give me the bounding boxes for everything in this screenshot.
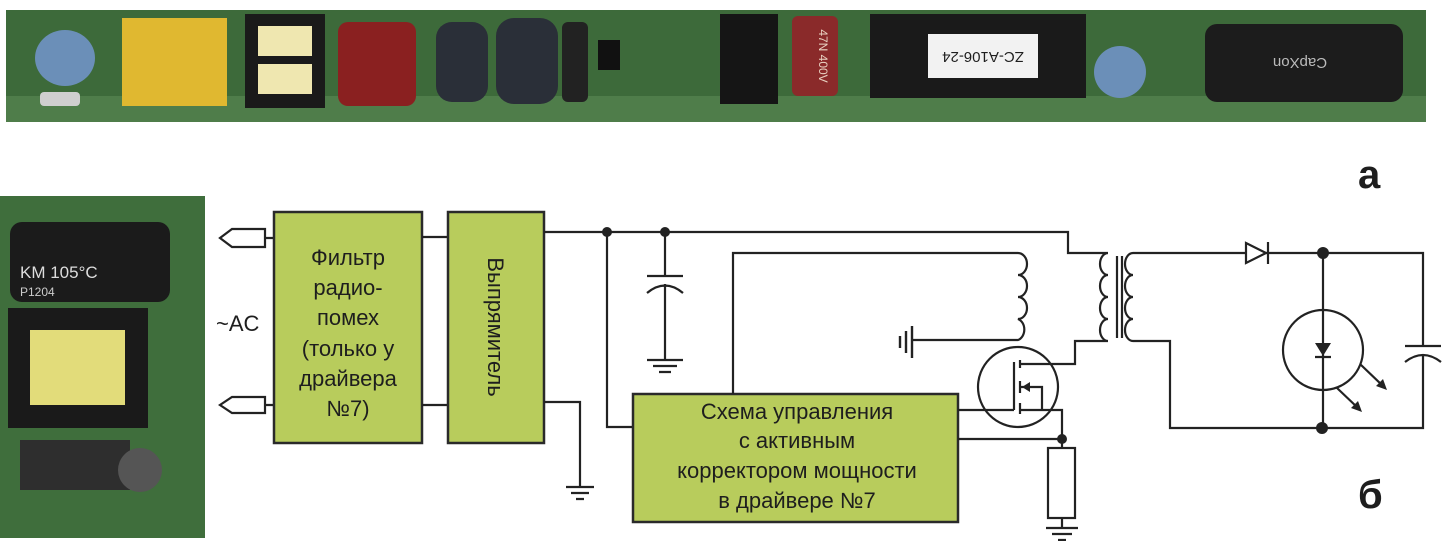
dc-bus-wire xyxy=(544,230,1103,255)
control-text-line: с активным xyxy=(739,428,855,453)
inductor-2 xyxy=(496,18,558,104)
led-circle xyxy=(1281,308,1365,392)
control-supply-wire xyxy=(605,232,633,429)
electrolytic-cap-small xyxy=(562,22,588,102)
light-arrow-icon xyxy=(1351,379,1387,412)
filter-text-line: Фильтр xyxy=(311,245,385,270)
control-text-line: в драйвере №7 xyxy=(718,488,876,513)
filter-text-line: (только у xyxy=(302,336,394,361)
mosfet-circle xyxy=(976,345,1060,429)
pcb-edge xyxy=(6,96,1426,122)
transformer-secondary xyxy=(1123,251,1134,343)
filter-rectifier-wires xyxy=(422,235,448,407)
output-diode xyxy=(1244,241,1269,265)
film-capacitor-red xyxy=(338,22,416,106)
transformer-winding xyxy=(30,330,125,405)
transformer-label xyxy=(928,34,1038,78)
control-text-line: корректором мощности xyxy=(677,458,917,483)
ac-input-label: ~AC xyxy=(216,311,260,336)
transformer-core xyxy=(1115,256,1124,338)
bulk-capacitor xyxy=(646,232,684,374)
y-capacitor-blue xyxy=(1094,46,1146,98)
transformer-marking: ZC-A106-24 xyxy=(942,48,1024,65)
output-electrolytic-cap xyxy=(1205,24,1403,102)
choke-winding-2 xyxy=(258,64,312,94)
aux-ground-icon xyxy=(898,326,914,358)
capacitor-marking: KM 105°C xyxy=(20,263,98,282)
filter-text-line: драйвера xyxy=(299,366,398,391)
pcb-photo-top: 47N 400V ZC-A106-24 CapXon xyxy=(6,10,1426,122)
transformer-primary xyxy=(1098,251,1109,343)
rectifier-ground xyxy=(544,400,594,501)
led-diode-icon xyxy=(1315,343,1331,356)
pfc-control-block xyxy=(631,392,960,524)
schematic: ~AC Фильтр радио- помех (только у драйве… xyxy=(216,210,1442,541)
panel-label-a: а xyxy=(1358,153,1381,197)
panel-label-b: б xyxy=(1358,473,1383,517)
mosfet-arrow-icon xyxy=(1022,382,1030,392)
varistor-blue xyxy=(35,30,95,86)
rectifier-label: Выпрямитель xyxy=(483,257,508,396)
led-light-rays xyxy=(1315,355,1384,409)
small-cap-marking: 47N 400V xyxy=(816,29,830,82)
filter-text-line: радио- xyxy=(313,275,382,300)
filter-text-line: помех xyxy=(317,305,379,330)
resistor-ground xyxy=(1046,439,1078,541)
film-capacitor-small xyxy=(792,16,838,96)
choke-winding-1 xyxy=(258,26,312,56)
fuse xyxy=(40,92,80,106)
emi-filter-block xyxy=(272,210,424,445)
inductor-1 xyxy=(436,22,488,102)
output-cap-marking: CapXon xyxy=(1273,54,1327,71)
heatsink-mosfet xyxy=(720,14,778,104)
small-capacitor xyxy=(118,448,162,492)
components-area xyxy=(20,440,130,490)
ac-terminal-bottom xyxy=(218,395,275,415)
filter-text-line: №7) xyxy=(326,396,369,421)
capacitor-code: P1204 xyxy=(20,285,55,299)
rectifier-block xyxy=(446,210,546,445)
output-circuit xyxy=(1133,251,1442,430)
x-capacitor-yellow xyxy=(122,18,227,106)
sense-resistor xyxy=(1046,446,1077,520)
ic-chip xyxy=(598,40,620,70)
auxiliary-winding xyxy=(731,251,1029,394)
control-text-line: Схема управления xyxy=(701,399,893,424)
electrolytic-capacitor xyxy=(10,222,170,302)
mosfet-symbol xyxy=(958,339,1103,441)
ac-terminal-top xyxy=(218,227,275,249)
pcb-photo-left: KM 105°C P1204 xyxy=(0,196,205,538)
